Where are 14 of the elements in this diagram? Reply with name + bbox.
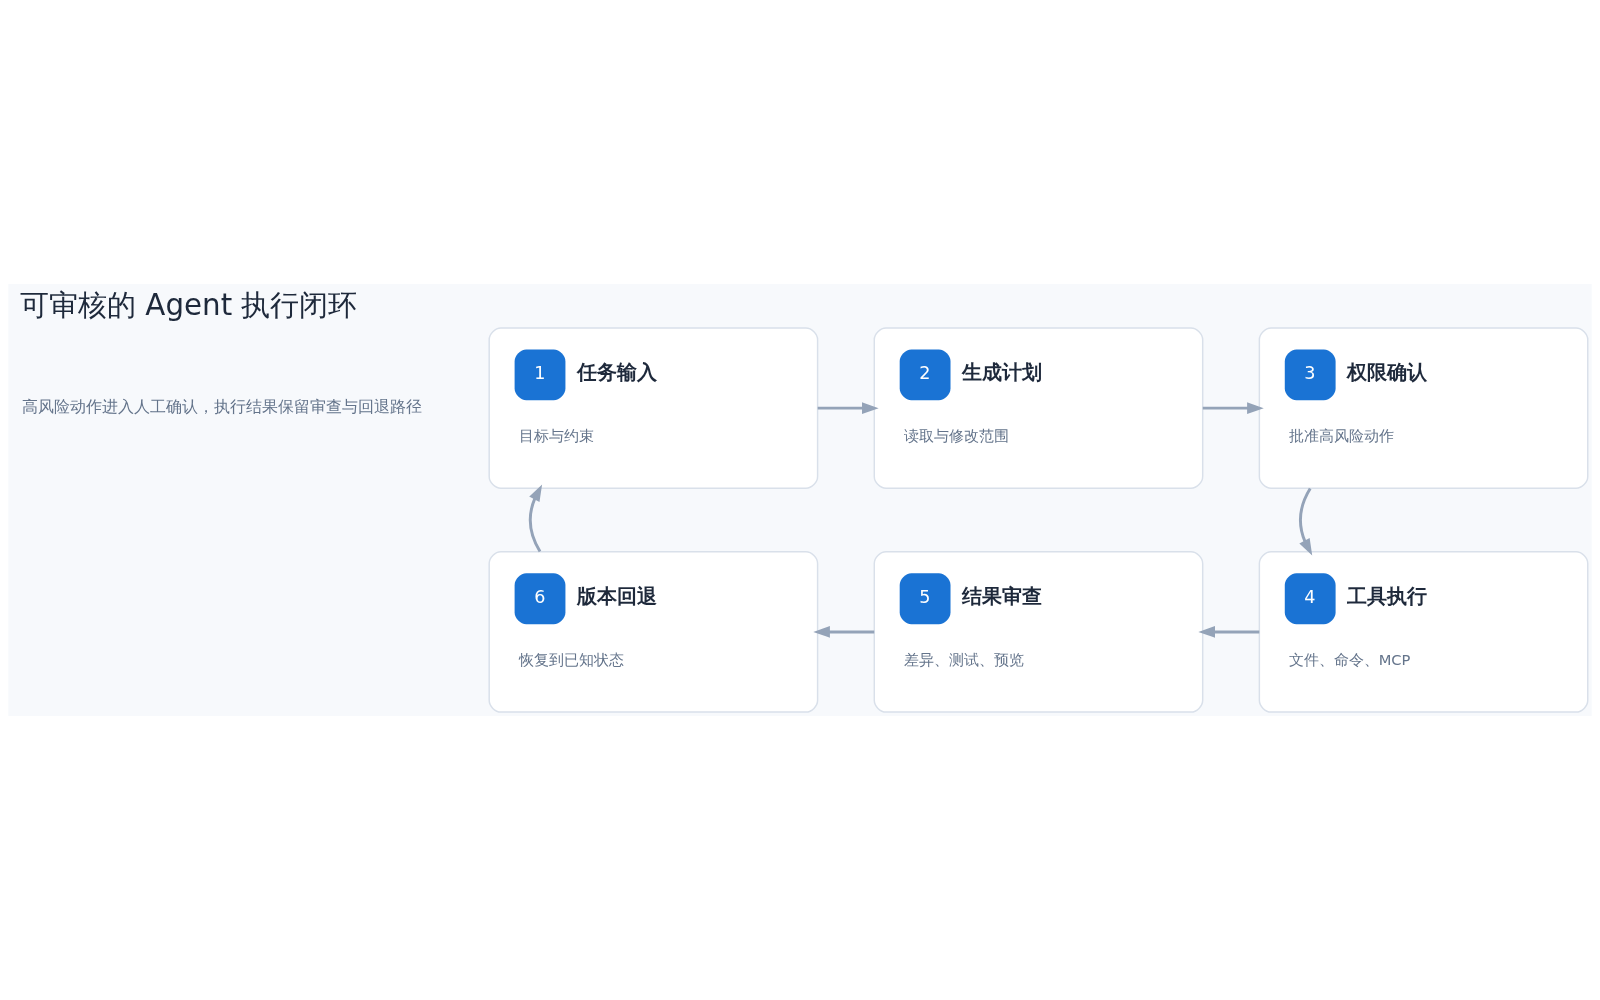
node-box: 2 生成计划 读取与修改范围 [873,327,1204,489]
node-box: 6 版本回退 恢复到已知状态 [488,551,819,713]
diagram-title: 可审核的 Agent 执行闭环 [20,288,358,323]
arrow [1299,487,1313,556]
arrow [1198,626,1260,638]
node-box: 3 权限确认 批准高风险动作 [1258,327,1589,489]
label: 高风险动作进入人工确认，执行结果保留审查与回退路径 [22,396,423,416]
arrow [813,626,875,638]
node-box: 4 工具执行 文件、命令、MCP [1258,551,1589,713]
arrow [817,402,879,414]
node-box: 1 任务输入 目标与约束 [488,327,819,489]
node-box: 5 结果审查 差异、测试、预览 [873,551,1204,713]
arrow [1202,402,1264,414]
arrow [528,484,543,553]
